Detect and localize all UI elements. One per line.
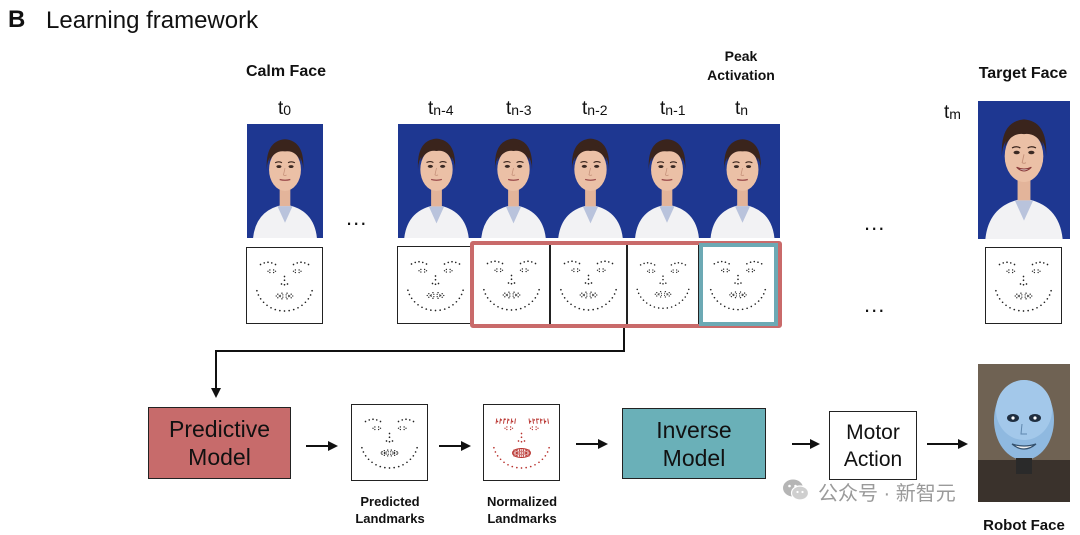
panel-letter: B	[8, 6, 26, 33]
wechat-icon	[782, 476, 810, 504]
normalized-landmarks	[483, 404, 560, 481]
robot-face-photo	[978, 364, 1070, 502]
landmarks-target	[985, 247, 1062, 324]
calm-face-label: Calm Face	[245, 63, 327, 80]
time-label-tn-2: tn-2	[582, 98, 608, 119]
peak-highlight-frame	[699, 243, 778, 326]
time-label-tn-1: tn-1	[660, 98, 686, 119]
robot-face-caption: Robot Face	[983, 517, 1065, 534]
time-label-tn-4: tn-4	[428, 98, 454, 119]
time-label-tn: tn	[735, 98, 749, 119]
time-label-tn-3: tn-3	[506, 98, 532, 119]
landmarks-calm	[246, 247, 323, 324]
time-label-t0: t0	[278, 98, 292, 119]
peak-activation-label: Peak Activation	[707, 48, 775, 83]
panel-title: Learning framework	[46, 7, 259, 34]
face-photo-tn-2	[552, 124, 629, 238]
predicted-landmarks	[351, 404, 428, 481]
watermark-text: 公众号 · 新智元	[818, 483, 956, 505]
face-photo-tn-1	[629, 124, 705, 238]
landmarks-tn-1	[627, 244, 699, 325]
calm-face-photo	[247, 124, 323, 238]
landmarks-tn-2	[550, 244, 627, 325]
feedback-arrow	[211, 328, 625, 398]
ellipsis-row2-right: ...	[864, 292, 886, 317]
landmarks-tn-4	[397, 246, 474, 324]
landmarks-tn-3	[473, 244, 550, 325]
target-face-label: Target Face	[978, 65, 1068, 82]
ellipsis-row1-right: ...	[864, 210, 886, 235]
time-label-tm: tm	[944, 102, 961, 123]
target-face-photo	[978, 101, 1070, 239]
face-photo-tn	[705, 124, 780, 238]
face-photo-tn-3	[475, 124, 552, 238]
sequence-highlight-frame	[470, 241, 782, 328]
face-photo-tn-4	[398, 124, 475, 238]
ellipsis-row1-left: ...	[346, 205, 368, 230]
